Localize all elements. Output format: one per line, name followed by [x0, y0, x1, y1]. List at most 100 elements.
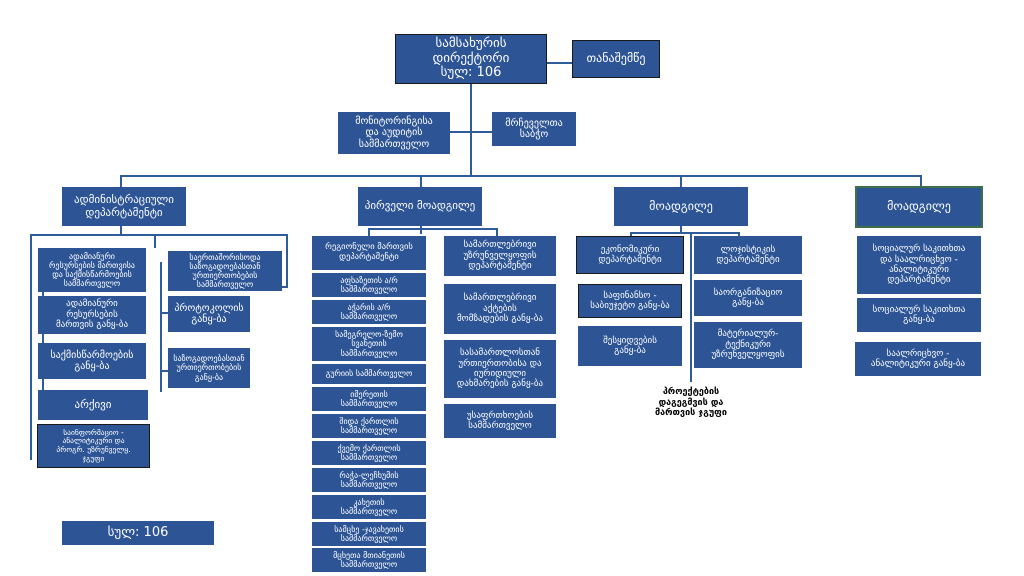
connector-line — [630, 232, 738, 234]
connector-line — [450, 131, 492, 133]
connector-line — [30, 234, 32, 460]
connector-line — [160, 262, 162, 392]
social-department-label: სოციალურ საკითხთა და საალრიცხვო - ანალიტ… — [872, 244, 966, 286]
logistics-department-box[interactable]: ლოჯისტიკის დეპარტამენტი — [694, 236, 802, 274]
connector-line — [154, 234, 156, 248]
regional-unit-label: შიდა ქართლის სამმართველო — [339, 416, 399, 435]
regional-unit[interactable]: რაჭა-ლეჩხუმის სამმართველო — [312, 468, 426, 492]
regional-unit-label: რაჭა-ლეჩხუმის სამმართველო — [339, 470, 399, 489]
organizational-unit[interactable]: საორგანიზაციო განყ-ბა — [694, 280, 802, 316]
material-technical-unit[interactable]: მატერიალურ- ტექნიკური უზრუნველყოფის — [694, 322, 802, 368]
director-title: სამსახურის დირექტორი — [432, 35, 510, 66]
material-technical-label: მატერიალურ- ტექნიკური უზრუნველყოფის — [711, 329, 785, 361]
connector-line — [160, 312, 168, 314]
info-analytics-unit[interactable]: საინფორმაციო - ანალიტიკური და პროგრ. უზრ… — [37, 424, 150, 468]
protocol-unit[interactable]: პროტოკოლის განყ-ბა — [168, 296, 250, 332]
admin-department-label: ადმინისტრაციული დეპარტამენტი — [74, 192, 174, 219]
project-management-label: პროექტების დაგეგმვის და მართვის ჯგუფი — [655, 387, 727, 419]
connector-line — [680, 226, 682, 234]
connector-line — [120, 226, 122, 234]
regional-unit-label: გურიის სამმართველო — [325, 369, 413, 379]
legal-department-box[interactable]: სამართლებრივი უზრუნველყოფის დეპარტამენტი — [444, 236, 556, 276]
procurement-unit[interactable]: შესყიდვების განყ-ბა — [578, 326, 682, 366]
regional-unit-label: აფხაზეთის ა/რ სამმართველო — [340, 275, 398, 294]
connector-line — [120, 175, 920, 177]
director-box[interactable]: სამსახურის დირექტორი სულ: 106 — [395, 34, 547, 84]
deputy2-box[interactable]: მოადგილე — [855, 186, 983, 228]
assistant-label: თანაშემწე — [586, 51, 646, 66]
connector-line — [368, 228, 496, 230]
project-management-group[interactable]: პროექტების დაგეგმვის და მართვის ჯგუფი — [639, 382, 743, 424]
regional-department-box[interactable]: რეგიონული მართვის დეპარტამენტი — [312, 236, 426, 270]
regional-unit-label: სამეგრელო-ზემო სვანეთის სამმართველო — [335, 330, 403, 358]
connector-line — [738, 232, 740, 236]
hr-management-label: ადამიანური რესურსების მართვის განყ-ბა — [55, 299, 129, 331]
regional-unit-label: აჭარის ა/რ სამმართველო — [340, 302, 398, 321]
admin-department-box[interactable]: ადმინისტრაციული დეპარტამენტი — [62, 187, 186, 226]
connector-line — [160, 370, 168, 372]
finance-unit[interactable]: საფინანსო - საბიუჯეტო განყ-ბა — [578, 284, 682, 318]
social-affairs-label: სოციალურ საკითხთა განყ-ბა — [872, 304, 966, 325]
regional-department-label: რეგიონული მართვის დეპარტამენტი — [325, 242, 413, 262]
accounting-analytics-label: საალრიცხვო - ანალიტიკური განყ-ბა — [870, 348, 966, 369]
connector-line — [630, 232, 632, 236]
legal-acts-label: სამართლებრივი აქტების მომზადების განყ-ბა — [456, 293, 543, 325]
hr-management-unit[interactable]: ადამიანური რესურსების მართვის განყ-ბა — [38, 296, 146, 334]
connector-line — [120, 175, 122, 187]
social-department-box[interactable]: სოციალურ საკითხთა და საალრიცხვო - ანალიტ… — [857, 236, 981, 294]
court-relations-label: სასამართლოსთან ურთიერთობისა და იურიდიული… — [456, 348, 544, 390]
archive-label: არქივი — [74, 397, 112, 411]
regional-unit[interactable]: ქვემო ქართლის სამმართველო — [312, 441, 426, 465]
assistant-box[interactable]: თანაშემწე — [572, 40, 660, 78]
economic-department-box[interactable]: ეკონომიკური დეპარტამენტი — [576, 236, 684, 274]
international-relations-unit[interactable]: საერთაშორისოდა საზოგადოებასთან ურთიერთობ… — [168, 251, 282, 291]
logistics-department-label: ლოჯისტიკის დეპარტამენტი — [716, 244, 780, 265]
organizational-label: საორგანიზაციო განყ-ბა — [713, 287, 783, 308]
regional-unit[interactable]: სამეგრელო-ზემო სვანეთის სამმართველო — [312, 327, 426, 361]
legal-acts-unit[interactable]: სამართლებრივი აქტების მომზადების განყ-ბა — [444, 284, 556, 334]
deputy-box[interactable]: მოადგილე — [614, 187, 748, 226]
court-relations-unit[interactable]: სასამართლოსთან ურთიერთობისა და იურიდიული… — [444, 340, 556, 398]
public-relations-unit[interactable]: საზოგადოებასთან ურთიერთობების განყ-ბა — [168, 348, 250, 388]
security-unit[interactable]: უსაფრთხოების სამმართველო — [444, 404, 556, 438]
connector-line — [690, 232, 692, 382]
procurement-label: შესყიდვების განყ-ბა — [603, 335, 657, 356]
records-unit[interactable]: საქმისწარმოების განყ-ბა — [38, 343, 146, 379]
monitoring-label: მონიტორინგისა და აუდიტის სამმართველო — [355, 115, 433, 150]
regional-unit[interactable]: შიდა ქართლის სამმართველო — [312, 414, 426, 438]
director-count: სულ: 106 — [440, 65, 502, 81]
connector-line — [680, 175, 682, 187]
connector-line — [368, 228, 370, 236]
first-deputy-label: პირველი მოადგილე — [364, 199, 476, 213]
regional-unit-label: კახეთის სამმართველო — [340, 497, 398, 516]
regional-unit[interactable]: მცხეთა მთიანეთის სამმართველო — [312, 548, 426, 572]
archive-unit[interactable]: არქივი — [38, 390, 148, 420]
deputy2-label: მოადგილე — [887, 199, 951, 214]
economic-department-label: ეკონომიკური დეპარტამენტი — [598, 244, 662, 265]
regional-unit-label: ქვემო ქართლის სამმართველო — [337, 443, 401, 462]
regional-unit[interactable]: სამცხე -ჯავახეთის სამმართველო — [312, 522, 426, 546]
hr-records-unit[interactable]: ადამიანური რესურსების მართვისა და საქმის… — [38, 248, 146, 292]
security-label: უსაფრთხოების სამმართველო — [466, 410, 534, 431]
regional-unit[interactable]: გურიის სამმართველო — [312, 364, 426, 384]
first-deputy-box[interactable]: პირველი მოადგილე — [358, 187, 482, 226]
regional-unit-label: სამცხე -ჯავახეთის სამმართველო — [334, 524, 404, 543]
connector-line — [470, 84, 472, 176]
accounting-analytics-unit[interactable]: საალრიცხვო - ანალიტიკური განყ-ბა — [855, 342, 981, 376]
regional-unit[interactable]: კახეთის სამმართველო — [312, 495, 426, 519]
finance-label: საფინანსო - საბიუჯეტო განყ-ბა — [590, 290, 670, 311]
connector-line — [286, 234, 288, 286]
monitoring-box[interactable]: მონიტორინგისა და აუდიტის სამმართველო — [338, 112, 450, 154]
advisors-box[interactable]: მრჩეველთა საბჭო — [492, 112, 576, 146]
connector-line — [496, 228, 498, 236]
deputy-label: მოადგილე — [649, 198, 713, 213]
regional-unit[interactable]: აჭარის ა/რ სამმართველო — [312, 300, 426, 324]
connector-line — [30, 234, 286, 236]
social-affairs-unit[interactable]: სოციალურ საკითხთა განყ-ბა — [857, 298, 981, 332]
regional-unit[interactable]: იმერეთის სამმართველო — [312, 387, 426, 411]
legal-department-label: სამართლებრივი უზრუნველყოფის დეპარტამენტი — [463, 240, 537, 272]
connector-line — [420, 175, 422, 187]
advisors-label: მრჩეველთა საბჭო — [505, 117, 563, 141]
connector-line — [420, 226, 422, 234]
regional-unit[interactable]: აფხაზეთის ა/რ სამმართველო — [312, 273, 426, 297]
